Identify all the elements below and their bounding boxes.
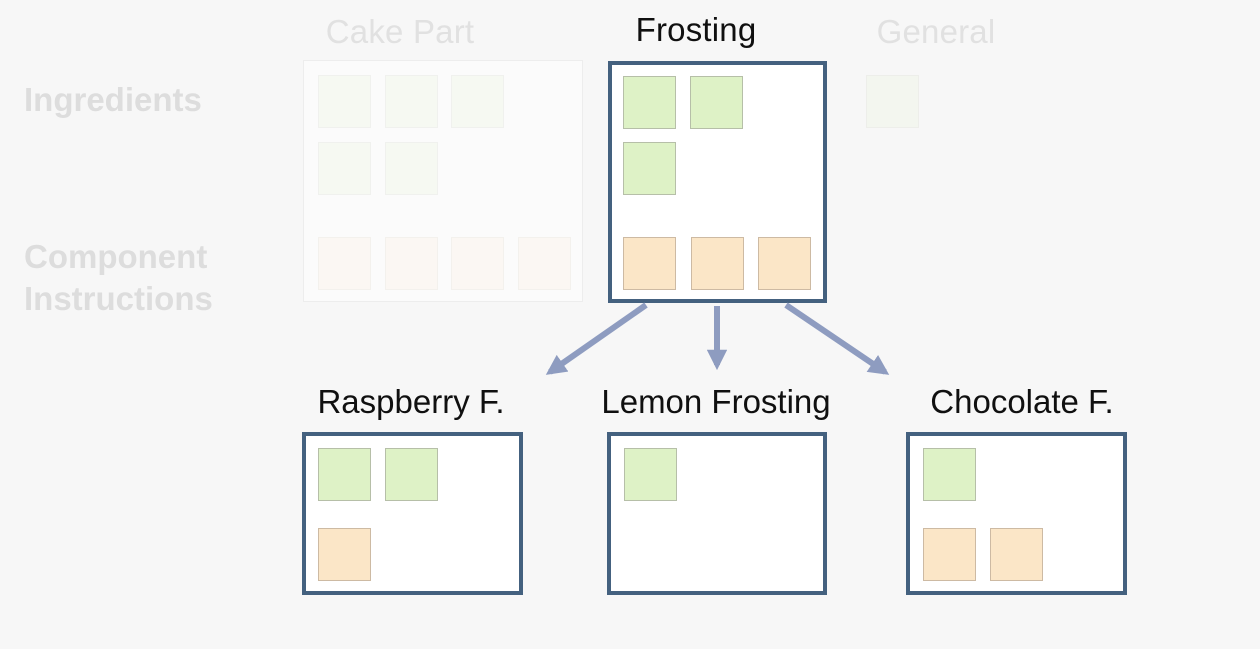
- row-label-ingredients: Ingredients: [24, 81, 202, 118]
- chocolate-box: [906, 432, 1127, 595]
- arrow-frosting-to-raspberry: [545, 302, 648, 375]
- ingredient-square: [624, 448, 677, 501]
- instruction-square: [385, 237, 438, 290]
- ingredient-square: [385, 75, 438, 128]
- general-squares: [866, 75, 919, 128]
- ingredient-square: [923, 448, 976, 501]
- child-label-chocolate: Chocolate F.: [930, 383, 1114, 420]
- lemon-squares: [611, 436, 823, 591]
- column-header-frosting: Frosting: [635, 11, 757, 48]
- ingredient-square: [318, 448, 371, 501]
- frosting-box: [608, 61, 827, 303]
- ingredient-square: [623, 76, 676, 129]
- cake-part-squares: [304, 61, 582, 301]
- instruction-square: [990, 528, 1043, 581]
- instruction-square: [318, 237, 371, 290]
- instruction-square: [923, 528, 976, 581]
- instruction-square: [623, 237, 676, 290]
- arrow-frosting-to-chocolate: [784, 302, 890, 375]
- lemon-box: [607, 432, 827, 595]
- raspberry-box: [302, 432, 523, 595]
- ingredient-square: [385, 448, 438, 501]
- cake-part-panel: [303, 60, 583, 302]
- instruction-square: [451, 237, 504, 290]
- row-label-component-instructions: Component Instructions: [24, 238, 213, 318]
- ingredient-square: [385, 142, 438, 195]
- column-header-cake-part: Cake Part: [325, 13, 475, 50]
- chocolate-squares: [910, 436, 1123, 591]
- ingredient-square: [451, 75, 504, 128]
- ingredient-square: [866, 75, 919, 128]
- child-label-raspberry: Raspberry F.: [317, 383, 505, 420]
- ingredient-square: [690, 76, 743, 129]
- ingredient-square: [623, 142, 676, 195]
- column-header-general: General: [876, 13, 996, 50]
- child-label-lemon: Lemon Frosting: [601, 383, 831, 420]
- instruction-square: [318, 528, 371, 581]
- ingredient-square: [318, 142, 371, 195]
- instruction-square: [758, 237, 811, 290]
- raspberry-squares: [306, 436, 519, 591]
- instruction-square: [691, 237, 744, 290]
- frosting-squares: [612, 65, 823, 299]
- ingredient-square: [318, 75, 371, 128]
- instruction-square: [518, 237, 571, 290]
